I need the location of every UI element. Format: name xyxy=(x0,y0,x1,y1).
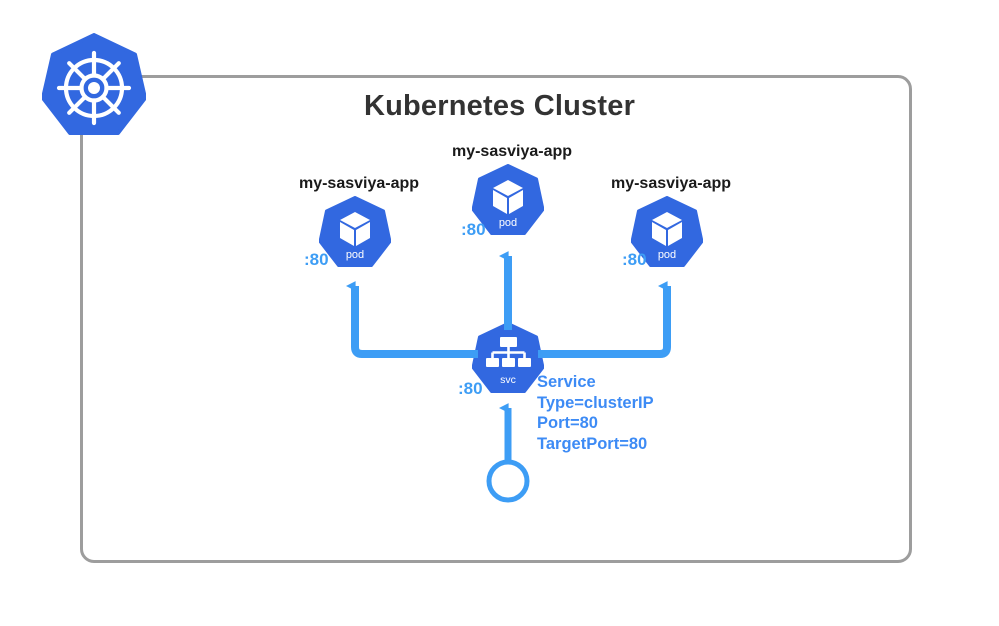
pod-left[interactable]: pod xyxy=(319,196,391,272)
pod-right-port: :80 xyxy=(622,250,647,269)
service-annotation-line-3: Port=80 xyxy=(537,414,598,432)
service-annotation-line-1: Service xyxy=(537,373,596,391)
pod-left-kind-label: pod xyxy=(346,249,364,261)
pod-left-port: :80 xyxy=(304,250,329,269)
pod-middle-port: :80 xyxy=(461,220,486,239)
pod-cube-icon: pod xyxy=(472,164,544,235)
client-endpoint[interactable] xyxy=(485,458,531,504)
service-annotation-line-2: Type=clusterIP xyxy=(537,393,654,412)
pod-cube-icon: pod xyxy=(631,196,703,267)
pod-right-kind-label: pod xyxy=(658,249,676,261)
pod-right[interactable]: pod xyxy=(631,196,703,272)
pod-middle-kind-label: pod xyxy=(499,217,517,229)
service-hierarchy-icon: svc xyxy=(472,322,544,393)
service-kind-label: svc xyxy=(500,374,516,386)
cluster-boundary-box xyxy=(80,75,912,563)
cluster-title: Kubernetes Cluster xyxy=(363,90,636,122)
pod-left-caption: my-sasviya-app xyxy=(298,175,420,192)
kubernetes-helm-wheel-icon xyxy=(41,33,147,143)
service-annotation-line-4: TargetPort=80 xyxy=(537,434,648,453)
client-ring-icon xyxy=(486,459,530,503)
pod-right-caption: my-sasviya-app xyxy=(610,175,732,192)
pod-middle[interactable]: pod xyxy=(472,164,544,240)
pod-middle-caption: my-sasviya-app xyxy=(451,143,573,160)
pod-cube-icon: pod xyxy=(319,196,391,267)
service-port: :80 xyxy=(458,379,483,398)
service-annotation: Service Type=clusterIP Port=80 TargetPor… xyxy=(537,372,654,454)
service-node[interactable]: svc xyxy=(472,322,544,398)
